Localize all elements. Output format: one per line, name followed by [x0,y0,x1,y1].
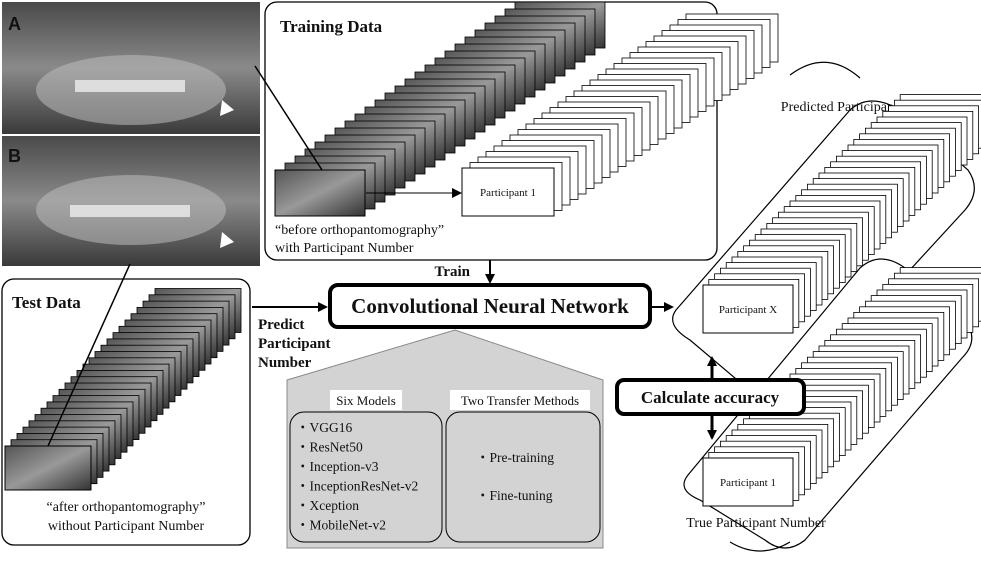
predicted-stack-group: Predicted Participant Number Participant… [672,61,981,405]
transfer-item: ・Pre-training [476,450,554,465]
six-models-header-bg [330,390,402,410]
arrowhead-marker-b [220,232,234,248]
test-title: Test Data [12,293,81,312]
model-item: ・InceptionResNet-v2 [296,479,418,494]
transfer-list: ・Pre-training ・Fine-tuning [476,450,554,503]
cnn-box [328,283,652,329]
model-list: ・VGG16 ・ResNet50 ・Inception-v3 ・InceptionRe… [296,420,418,533]
true-participant-label: Participant 1 [720,477,776,489]
training-label-stack [469,13,779,211]
transfer-methods-box [445,411,601,543]
test-caption-line2: without Participant Number [48,519,205,534]
predict-label-line3: Number [258,355,312,371]
calculate-accuracy-label: Calculate accuracy [641,388,780,407]
xray-label-b: B [8,146,21,166]
arrowhead-marker-a [220,100,234,116]
transfer-header-bg [450,390,590,410]
training-title: Training Data [280,17,383,36]
true-stack-group: True Participant Number Participant 1 [683,258,981,552]
xray-label-a: A [8,14,21,34]
predicted-participant-label: Participant X [719,304,777,316]
model-item: ・VGG16 [296,420,352,435]
six-models-box [289,411,443,543]
training-caption-line2: with Participant Number [275,241,414,256]
model-item: ・ResNet50 [296,440,363,455]
xray-a-to-training-line [254,65,323,171]
six-models-header: Six Models [336,393,396,408]
test-data-box: Test Data “after orthopantomography” wit… [1,278,251,546]
training-image-stack [284,1,606,210]
test-front-image [4,445,92,491]
training-data-box: Training Data Participant 1 “before orth… [264,1,779,261]
model-item: ・Inception-v3 [296,459,379,474]
cnn-label: Convolutional Neural Network [351,294,629,318]
model-item: ・Xception [296,498,359,513]
train-label: Train [434,264,470,280]
calculate-accuracy-box [615,378,806,416]
true-participant-card [702,457,794,507]
test-caption-line1: “after orthopantomography” [47,500,206,515]
predicted-participant-card [702,284,794,334]
training-caption-line1: “before orthopantomography” [275,223,444,238]
xray-b-to-test-line [47,263,131,447]
true-title: True Participant Number [686,516,826,531]
transfer-item: ・Fine-tuning [476,488,553,503]
xray-panel-b: B [2,136,260,266]
model-item: ・MobileNet-v2 [296,518,386,533]
predict-label-line1: Predict [258,317,304,333]
training-front-image [274,169,366,217]
training-participant-label: Participant 1 [480,187,536,199]
training-participant-card [461,167,555,217]
models-panel: Six Models Two Transfer Methods ・VGG16 ・R… [286,329,604,549]
predict-label-line2: Participant [258,336,331,352]
transfer-header: Two Transfer Methods [461,393,579,408]
xray-panel-a: A [2,2,260,134]
